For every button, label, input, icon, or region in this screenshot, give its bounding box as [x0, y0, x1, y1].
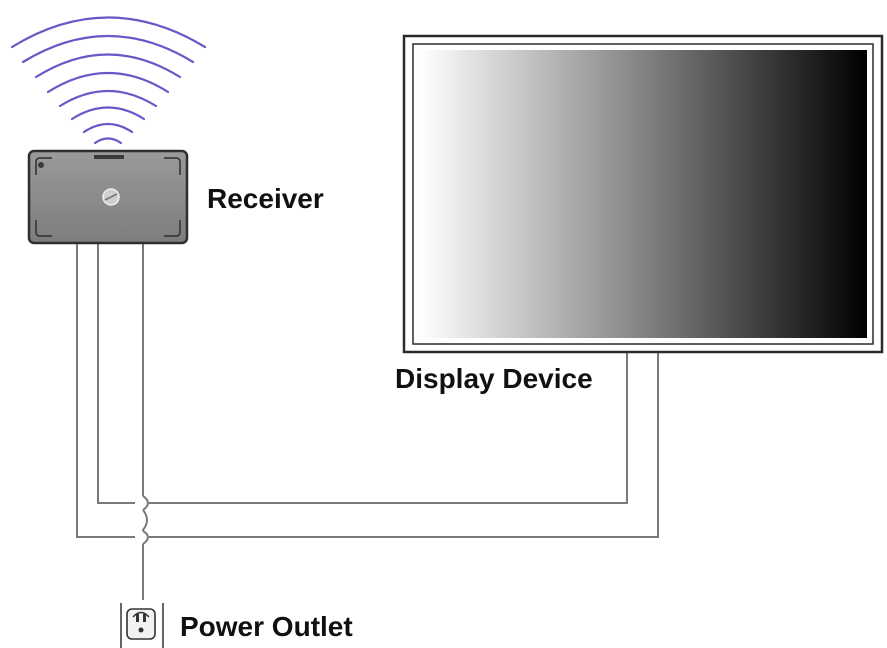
receiver-logo-icon	[102, 188, 120, 206]
wiring	[76, 243, 659, 600]
wire-outer	[76, 243, 659, 538]
wire-crossover-upper	[142, 495, 149, 511]
wireless-signal-icon	[10, 16, 207, 145]
display-screen	[420, 50, 867, 338]
display-device-label: Display Device	[395, 363, 593, 394]
wire-inner	[97, 243, 628, 504]
power-outlet-label: Power Outlet	[180, 611, 353, 642]
wire-crossover-lower	[142, 530, 149, 545]
display-device	[402, 34, 884, 354]
receiver-device	[27, 149, 189, 245]
receiver-label: Receiver	[207, 183, 324, 214]
power-outlet-icon	[120, 603, 164, 648]
wire-power	[142, 243, 148, 600]
